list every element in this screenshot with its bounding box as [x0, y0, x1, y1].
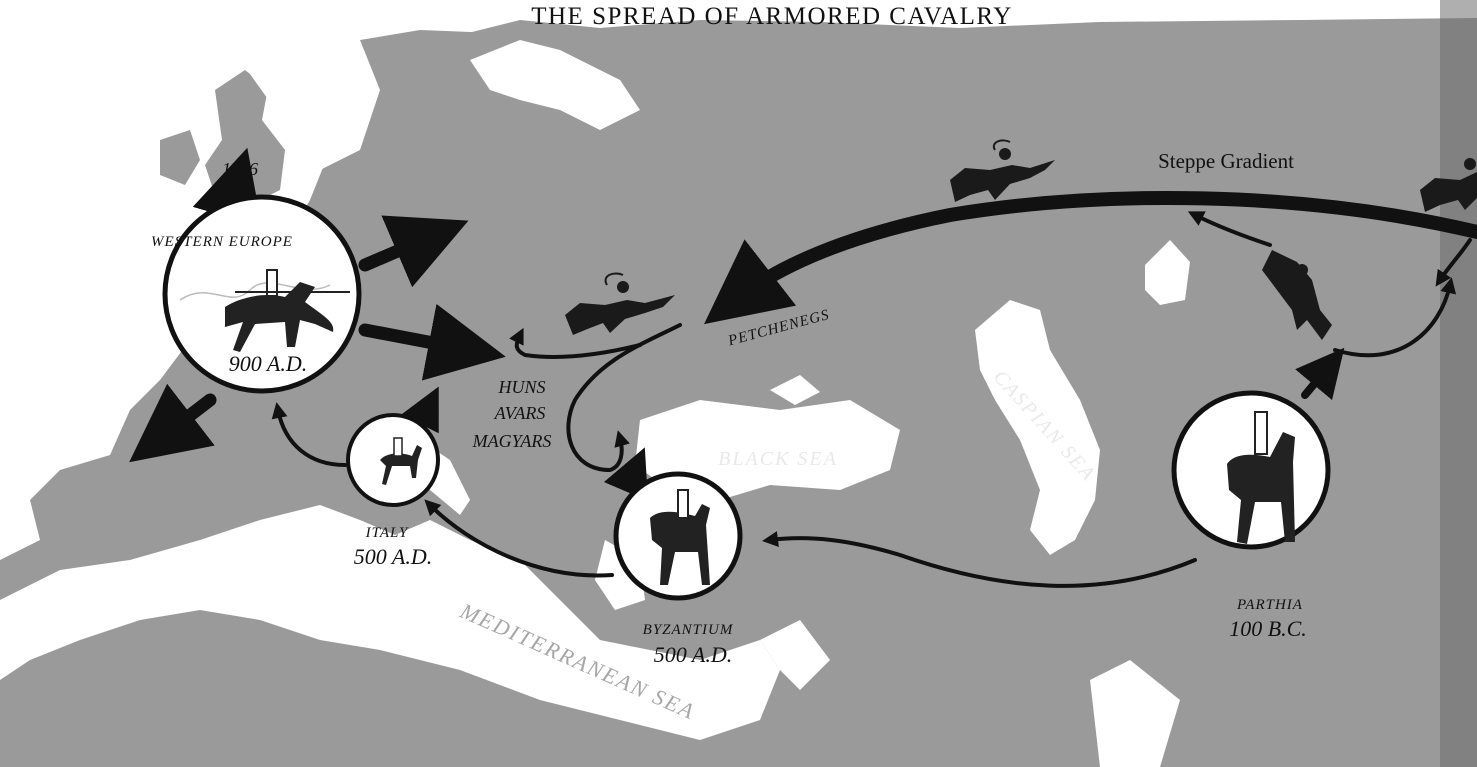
horse-archer-icon	[1262, 250, 1332, 340]
region-western-europe	[162, 194, 362, 394]
arrow-italy-north	[401, 386, 439, 434]
year-1066-label: 1066	[222, 159, 258, 179]
arrow-west-southwest	[129, 383, 217, 463]
black-sea-label: BLACK SEA	[718, 448, 838, 470]
parthia-date: 100 B.C.	[1229, 616, 1307, 641]
arrow-steppe-loop	[1333, 277, 1457, 358]
arrow-byzantium-to-italy	[424, 499, 614, 578]
western-europe-circle	[162, 194, 362, 394]
page-gutter-shadow	[1440, 0, 1477, 767]
arrow-italy-to-west	[271, 402, 347, 467]
steppe-gradient-arrow	[704, 191, 1477, 325]
armored-knight-icon	[1227, 411, 1295, 544]
arrow-to-east-edge	[1435, 238, 1472, 287]
arrow-nomads-west	[509, 327, 642, 359]
arrow-parthia-to-byzantium	[762, 531, 1197, 588]
avars-label: AVARS	[494, 403, 546, 423]
arrow-parthia-north	[1295, 347, 1345, 401]
baltic-sea	[470, 40, 640, 130]
map-title: THE SPREAD OF ARMORED CAVALRY	[531, 3, 1013, 30]
north-sea	[300, 40, 380, 170]
steppe-gradient-label: Steppe Gradient	[1158, 149, 1294, 173]
migration-arrows	[129, 147, 1477, 588]
horse-archers	[565, 139, 1477, 340]
horse-archer-icon	[565, 272, 675, 335]
magyars-label: MAGYARS	[472, 431, 552, 451]
ireland	[160, 130, 200, 185]
byzantium-name: BYZANTIUM	[643, 622, 734, 638]
eastern-coast-water	[760, 620, 830, 690]
arrow-nomads-loop	[566, 323, 682, 473]
arrow-steppe-back	[1187, 211, 1272, 247]
mediterranean-water	[0, 505, 780, 740]
persian-gulf	[1090, 660, 1180, 767]
caspian-sea-water	[975, 300, 1100, 555]
region-parthia	[1171, 390, 1331, 550]
atlantic-ocean	[0, 0, 330, 480]
armored-knight-icon	[380, 437, 422, 485]
arrow-west-northeast	[358, 215, 469, 288]
region-byzantium	[613, 471, 743, 601]
arrow-byzantium-north	[603, 447, 648, 501]
aral-sea	[1145, 240, 1190, 305]
western-europe-date: 900 A.D.	[229, 351, 307, 376]
horse-archer-icon	[1420, 158, 1477, 212]
byzantium-date: 500 A.D.	[654, 642, 732, 667]
horse-archer-icon	[950, 139, 1055, 202]
armored-knight-icon	[225, 269, 350, 352]
arrow-west-east	[358, 303, 506, 381]
sea-of-azov	[770, 375, 820, 405]
water	[0, 0, 1190, 767]
black-sea-water	[635, 400, 900, 500]
western-europe-name: WESTERN EUROPE	[151, 234, 293, 250]
italy-date: 500 A.D.	[354, 544, 432, 569]
parthia-name: PARTHIA	[1236, 597, 1303, 613]
region-italy	[346, 413, 440, 507]
huns-label: HUNS	[497, 377, 545, 397]
italy-name: ITALY	[365, 525, 409, 541]
armored-knight-icon	[650, 489, 710, 585]
